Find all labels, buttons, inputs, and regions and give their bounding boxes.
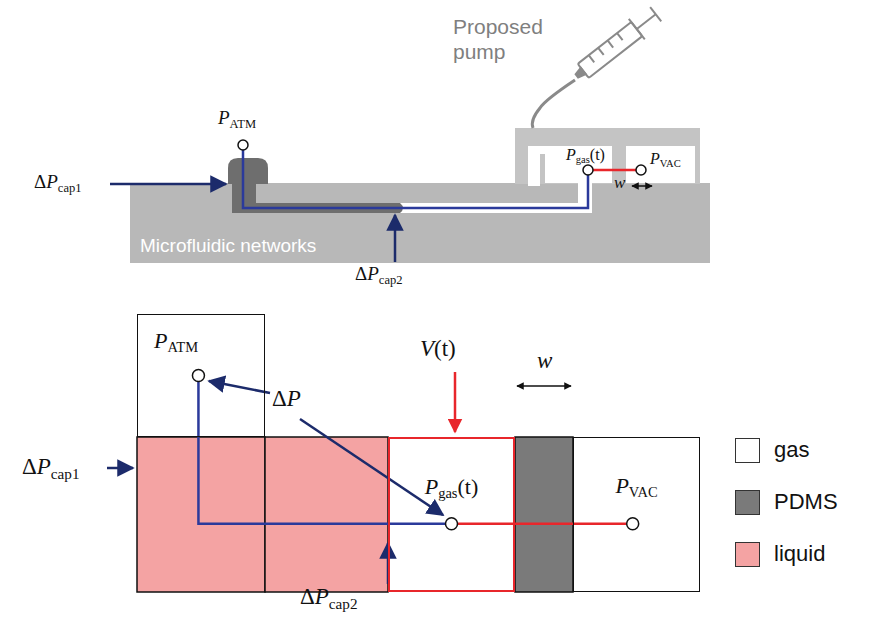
- legend-swatch: [735, 490, 760, 515]
- variable-symbol: P: [367, 263, 379, 284]
- pressure-label: PVAC: [574, 474, 699, 498]
- pressure-label: PATM: [154, 329, 264, 353]
- variable-symbol: P: [425, 474, 438, 499]
- legend-entry: PDMS: [735, 490, 838, 515]
- variable-symbol: P: [315, 584, 329, 609]
- chip-caption: Microfluidic networks: [140, 236, 316, 257]
- subscript: cap2: [379, 273, 403, 287]
- pressure-label: ΔP: [272, 386, 301, 411]
- pressure-label: ΔPcap1: [34, 172, 81, 193]
- argument: (t): [590, 146, 605, 163]
- variable-symbol: P: [566, 146, 576, 163]
- delta-symbol: Δ: [34, 171, 46, 192]
- subscript: VAC: [660, 158, 681, 169]
- schematic-cells: [107, 372, 573, 592]
- gas-path-line: [452, 523, 633, 526]
- dimension-label: w: [614, 174, 625, 193]
- legend-swatch: [735, 542, 760, 567]
- variable-symbol: P: [615, 473, 628, 498]
- cell-box: PVAC: [573, 437, 700, 592]
- legend-text: liquid: [774, 542, 825, 566]
- pressure-label: PATM: [218, 108, 256, 129]
- delta-symbol: Δ: [22, 454, 37, 479]
- pressure-node: [192, 370, 204, 382]
- delta-symbol: Δ: [272, 386, 287, 411]
- variable-symbol: w: [537, 348, 552, 373]
- pressure-node: [627, 518, 639, 530]
- argument: (t): [434, 336, 456, 361]
- variable-symbol: P: [154, 328, 167, 353]
- pressure-label: Pgas(t): [390, 475, 513, 499]
- delta-symbol: Δ: [300, 584, 315, 609]
- subscript: cap2: [329, 595, 358, 612]
- pump-caption: Proposed pump: [453, 14, 553, 64]
- chip-illustration: [110, 4, 710, 263]
- dimension-label: w: [537, 348, 552, 373]
- legend-entry: liquid: [735, 542, 825, 567]
- variable-symbol: w: [614, 173, 625, 192]
- liquid-path-line: [198, 376, 451, 524]
- cell-box: Pgas(t): [388, 437, 515, 592]
- pressure-label: ΔPcap1: [22, 454, 80, 479]
- variable-symbol: P: [650, 150, 660, 167]
- argument: (t): [458, 474, 479, 499]
- delta-symbol: Δ: [355, 263, 367, 284]
- subscript: gas: [576, 154, 590, 165]
- cell-box: PATM: [137, 314, 265, 437]
- legend-text: PDMS: [774, 490, 838, 514]
- pressure-label: PVAC: [650, 150, 681, 168]
- legend-swatch: [735, 438, 760, 463]
- variable-symbol: P: [46, 171, 58, 192]
- subscript: cap1: [58, 181, 82, 195]
- legend-text: gas: [774, 438, 809, 462]
- pressure-node: [446, 518, 458, 530]
- legend-entry: gas: [735, 438, 809, 463]
- variable-symbol: P: [37, 454, 51, 479]
- subscript: gas: [438, 485, 457, 501]
- variable-symbol: P: [287, 386, 301, 411]
- volume-label: V(t): [420, 336, 456, 361]
- pressure-label: ΔPcap2: [300, 584, 358, 609]
- pressure-label: Pgas(t): [566, 146, 605, 164]
- subscript: VAC: [629, 484, 658, 500]
- pressure-label: ΔPcap2: [355, 264, 402, 285]
- subscript: cap1: [51, 465, 80, 482]
- variable-symbol: V: [420, 336, 434, 361]
- subscript: ATM: [167, 339, 198, 355]
- variable-symbol: P: [218, 107, 230, 128]
- subscript: ATM: [230, 117, 256, 131]
